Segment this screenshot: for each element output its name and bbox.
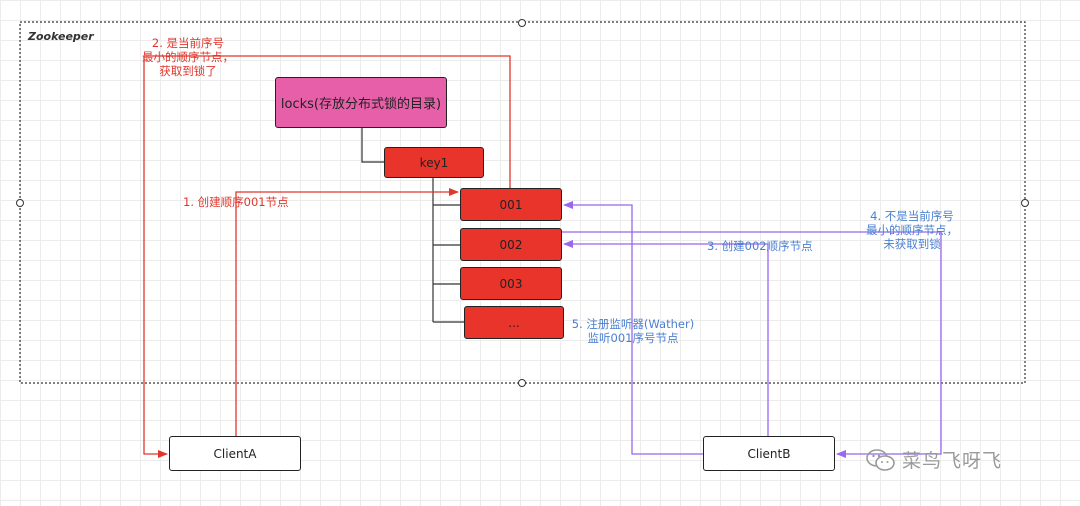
watermark: 菜鸟飞呀飞 xyxy=(866,446,1002,473)
zookeeper-title: Zookeeper xyxy=(28,30,94,43)
arrow-step4-002-to-clientB xyxy=(562,231,942,458)
label-step4-line2: 最小的顺序节点， xyxy=(866,223,958,237)
label-step4-line3: 未获取到锁 xyxy=(883,237,941,251)
resize-handle-bottom[interactable] xyxy=(518,379,526,387)
watermark-text: 菜鸟飞呀飞 xyxy=(902,450,1003,472)
node-003[interactable]: 003 xyxy=(460,267,562,300)
node-001[interactable]: 001 xyxy=(460,188,562,221)
label-step2: 2. 是当前序号 最小的顺序节点， 获取到锁了 xyxy=(132,36,244,78)
arrow-step5-clientB-watch-001 xyxy=(563,201,703,455)
resize-handle-right[interactable] xyxy=(1021,199,1029,207)
clientA-node[interactable]: ClientA xyxy=(169,436,301,471)
label-step2-line3: 获取到锁了 xyxy=(159,64,217,78)
resize-handle-top[interactable] xyxy=(518,19,526,27)
node-002[interactable]: 002 xyxy=(460,228,562,261)
clientB-node[interactable]: ClientB xyxy=(703,436,835,471)
locks-node[interactable]: locks(存放分布式锁的目录) xyxy=(275,77,447,128)
label-step2-line2: 最小的顺序节点， xyxy=(142,50,234,64)
label-step5: 5. 注册监听器(Wather) 监听001序号节点 xyxy=(568,317,698,345)
tree-line-locks-key1 xyxy=(361,128,384,163)
label-step5-line1: 5. 注册监听器(Wather) xyxy=(571,317,695,331)
tree-line-key1-children xyxy=(432,178,464,323)
wechat-icon xyxy=(866,448,895,471)
node-more[interactable]: ... xyxy=(464,306,564,339)
label-step4-line1: 4. 不是当前序号 xyxy=(870,209,954,223)
resize-handle-left[interactable] xyxy=(16,199,24,207)
label-step5-line2: 监听001序号节点 xyxy=(587,331,679,345)
label-step4: 4. 不是当前序号 最小的顺序节点， 未获取到锁 xyxy=(856,209,968,251)
label-step3: 3. 创建002顺序节点 xyxy=(707,239,813,253)
label-step2-line1: 2. 是当前序号 xyxy=(151,36,225,50)
arrow-step2-001-to-clientA xyxy=(143,55,511,458)
key1-node[interactable]: key1 xyxy=(384,147,484,178)
arrow-step1-clientA-to-001 xyxy=(235,188,459,436)
label-step1: 1. 创建顺序001节点 xyxy=(183,195,289,209)
